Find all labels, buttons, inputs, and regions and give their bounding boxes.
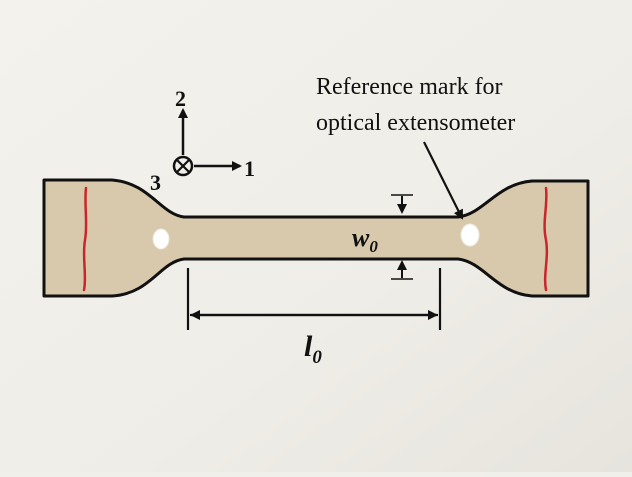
- axis-3-symbol: [172, 155, 194, 177]
- annotation-line-1: Reference mark for: [316, 74, 503, 100]
- grip-mark-right: [543, 186, 549, 292]
- reference-mark-right: [460, 223, 480, 247]
- width-label: w0: [352, 223, 378, 256]
- annotation-leader-arrow: [423, 141, 463, 220]
- grip-mark-left: [82, 186, 88, 292]
- length-dimension: [186, 268, 442, 330]
- dogbone-specimen: [42, 178, 590, 298]
- width-dimension: [391, 194, 413, 280]
- length-label: l0: [304, 330, 322, 368]
- axis-2-label: 2: [175, 86, 186, 111]
- axis-1-label: 1: [244, 156, 255, 181]
- axis-3-label: 3: [150, 170, 161, 195]
- annotation-line-2: optical extensometer: [316, 110, 515, 136]
- reference-mark-left: [152, 228, 170, 250]
